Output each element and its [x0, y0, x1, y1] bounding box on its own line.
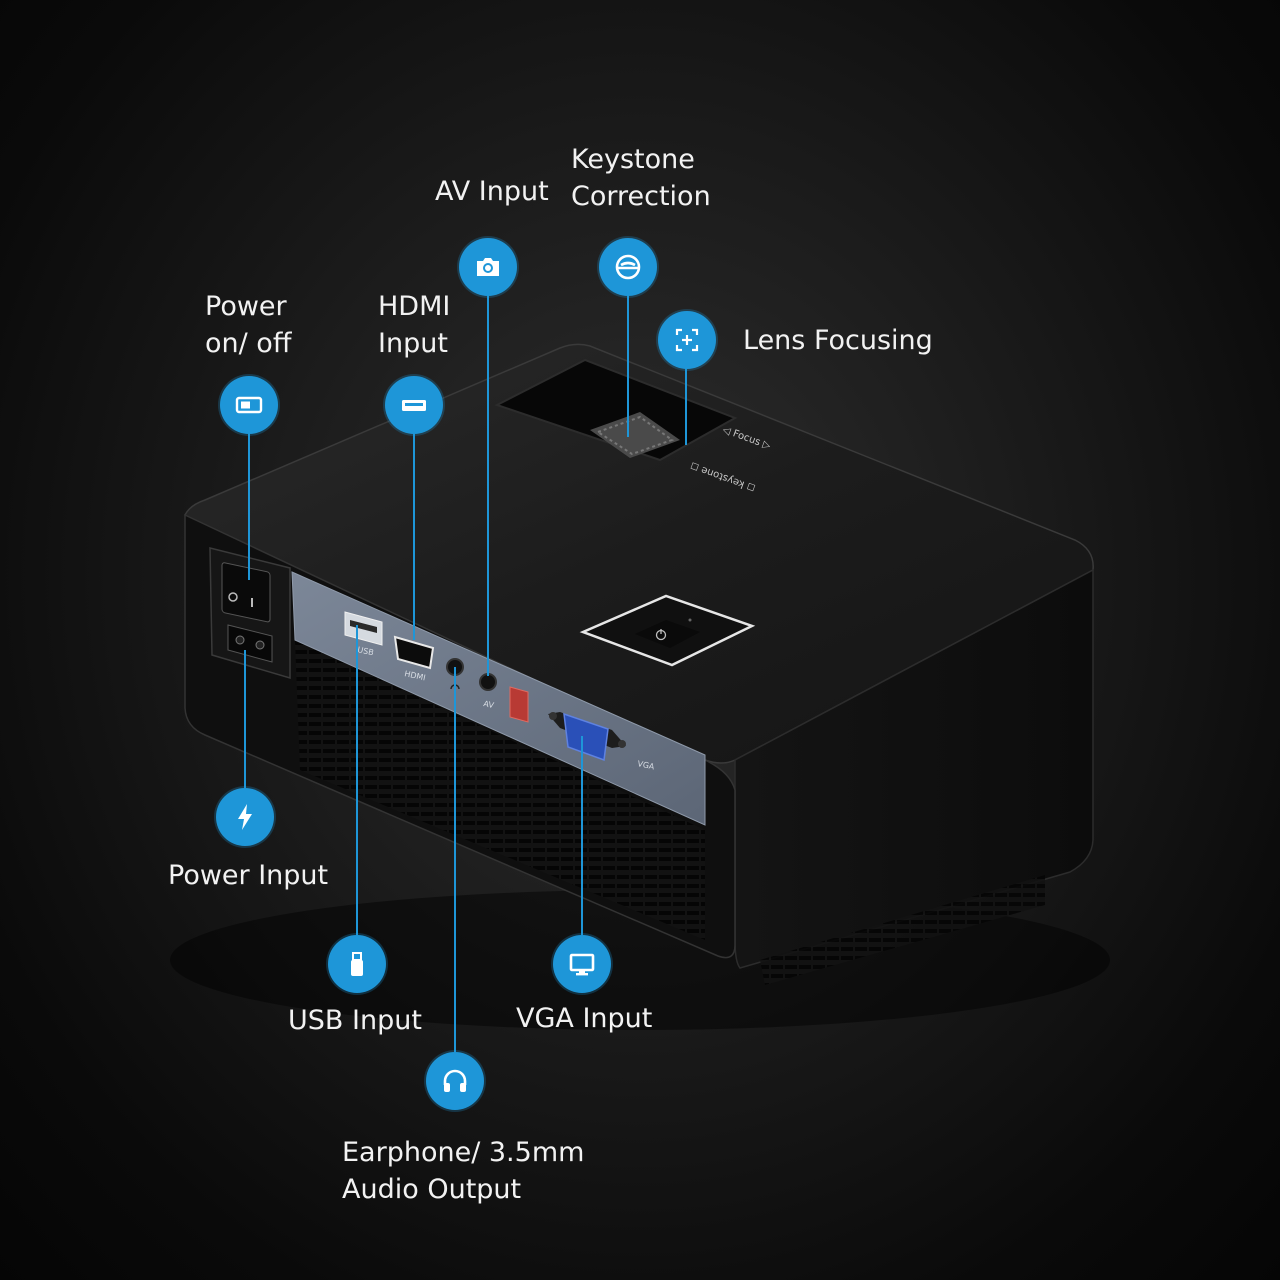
switch-off-mark: [228, 592, 238, 602]
hdmi-port-label: HDMI: [404, 669, 427, 682]
side-vents: [760, 875, 1045, 985]
hdmi-label: HDMI Input: [378, 288, 450, 362]
keystone-knob-icon: [599, 238, 657, 296]
power-switch-label: Power on/ off: [205, 288, 291, 362]
power-rocker-switch: [221, 562, 271, 623]
focus-wheel: [590, 412, 680, 458]
earphone-label-text: Earphone/ 3.5mm Audio Output: [342, 1137, 585, 1205]
usb-port-label: USB: [357, 645, 375, 657]
hdmi-port-icon: [385, 376, 443, 434]
vga-screw: [618, 740, 626, 748]
av-jack: [479, 673, 497, 691]
lightning-bolt-icon: [216, 788, 274, 846]
monitor-icon: [553, 935, 611, 993]
power-button: [635, 620, 700, 648]
lens-focus-label: Lens Focusing: [743, 325, 933, 356]
focus-frame-icon: [658, 311, 716, 369]
camera-icon: [459, 238, 517, 296]
projector-top: [184, 343, 1094, 764]
ac-pin: [235, 635, 245, 645]
ac-power-socket: [227, 624, 273, 663]
port-panel: [291, 571, 706, 826]
status-led: [688, 618, 692, 622]
keystone-label: Keystone Correction: [571, 141, 711, 215]
hdmi-port: [393, 635, 435, 670]
red-service-button: [509, 686, 529, 723]
vga-port-label: VGA: [637, 759, 656, 771]
power-switch-label-text: Power on/ off: [205, 291, 292, 359]
av-port-label: AV: [483, 699, 496, 710]
power-input-label: Power Input: [168, 860, 329, 891]
hdmi-label-text: HDMI Input: [378, 291, 451, 359]
focus-wheel-ridges: [595, 415, 675, 456]
headphones-icon: [426, 1052, 484, 1110]
av-label: AV Input: [435, 176, 549, 207]
toggle-switch-icon: [220, 376, 278, 434]
usb-stick-icon: [328, 935, 386, 993]
projector-right-side: [734, 568, 1094, 969]
keystone-label-text: Keystone Correction: [571, 144, 711, 212]
vga-screw: [549, 712, 557, 720]
lens-window: [494, 358, 738, 462]
leader-lines: [244, 295, 687, 1052]
vga-label: VGA Input: [516, 1003, 653, 1034]
ac-pin: [255, 640, 265, 650]
usb-port-slot: [350, 620, 377, 633]
front-vents: [295, 640, 705, 940]
earphone-label: Earphone/ 3.5mm Audio Output: [342, 1134, 584, 1208]
vga-port: [563, 712, 609, 762]
usb-label: USB Input: [288, 1005, 422, 1036]
